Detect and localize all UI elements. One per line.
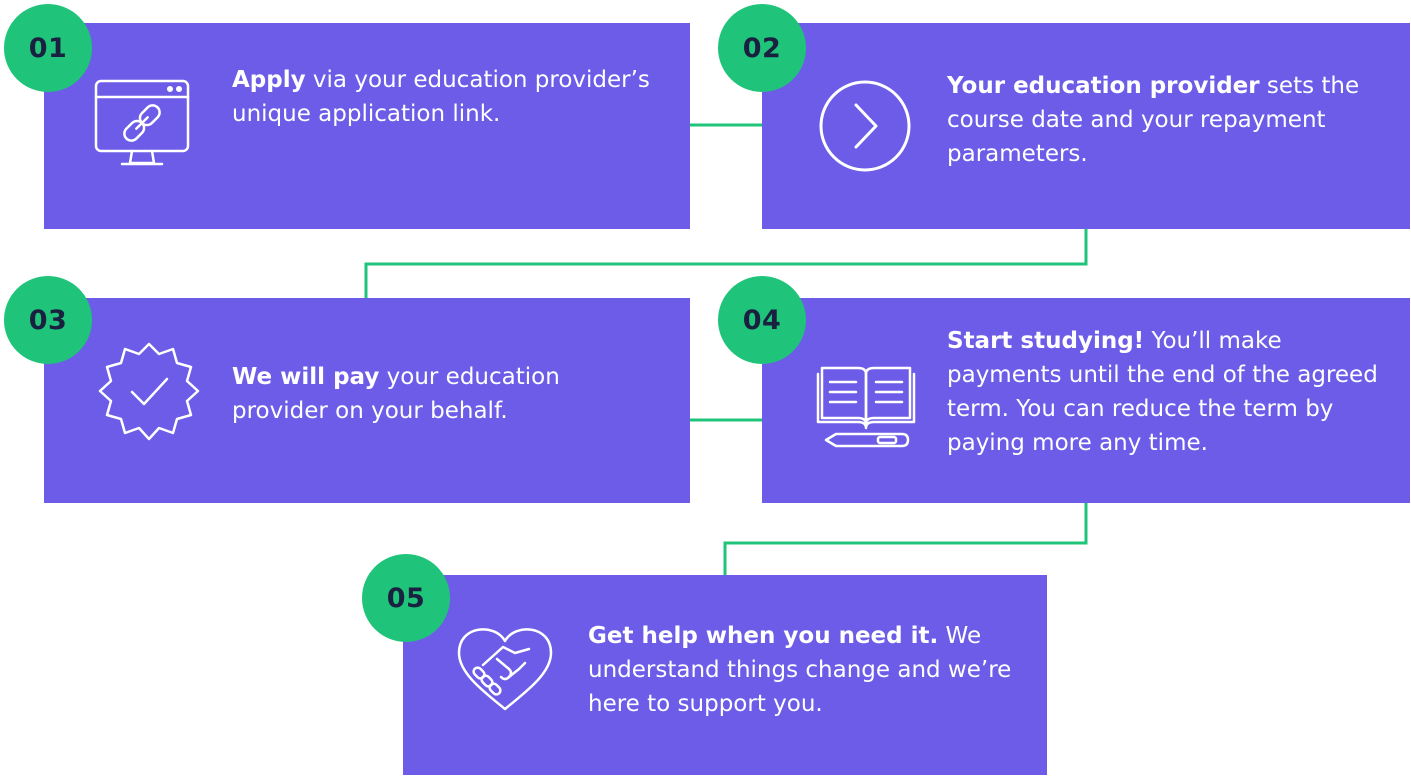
step-card-02: Your education provider sets the course … [762,23,1410,229]
step-02-text: Your education provider sets the course … [947,73,1360,167]
step-badge-05: 05 [362,554,450,642]
step-04-text: Start studying! You’ll make payments unt… [947,328,1378,456]
connector-04-05 [723,502,1088,575]
step-badge-03: 03 [4,276,92,364]
step-05-text: Get help when you need it. We understand… [588,623,1012,717]
step-badge-04: 04 [718,276,806,364]
step-03-text: We will pay your education provider on y… [232,364,560,424]
chevron-right-circle-icon [816,77,914,175]
browser-link-icon [92,77,192,173]
step-card-05: Get help when you need it. We understand… [403,575,1047,775]
step-card-03: We will pay your education provider on y… [44,298,690,503]
step-01-text: Apply via your education provider’s uniq… [232,67,650,127]
step-card-04: Start studying! You’ll make payments unt… [762,298,1410,503]
verified-badge-icon [94,338,204,450]
heart-handshake-icon [453,619,557,715]
step-badge-01: 01 [4,4,92,92]
connector-02-03 [364,229,1088,298]
step-card-01: Apply via your education provider’s uniq… [44,23,690,229]
step-badge-02: 02 [718,4,806,92]
book-pen-icon [814,360,918,450]
